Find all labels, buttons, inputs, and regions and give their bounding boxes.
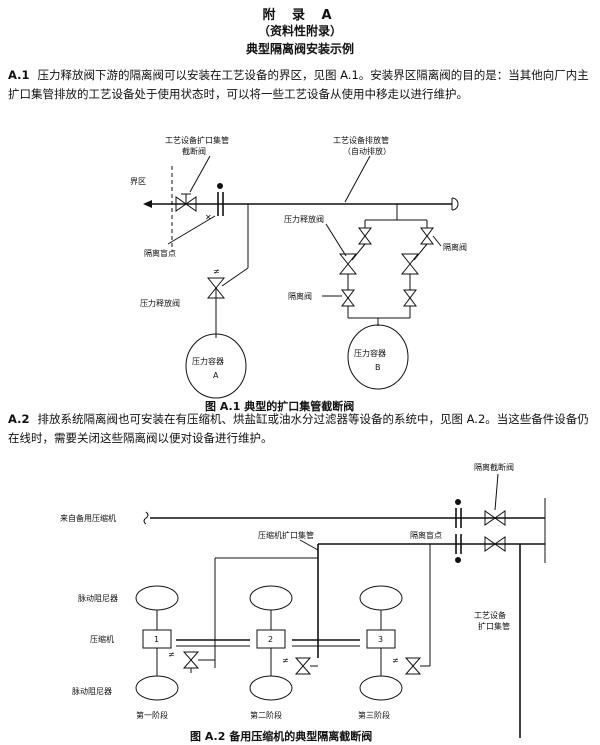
compressor-label: 压缩机 — [90, 634, 114, 644]
header-valve-label: 工艺设备扩口集管 — [165, 135, 229, 145]
damper-bottom-2 — [249, 675, 293, 701]
damper-bottom-label: 脉动阻尼器 — [72, 686, 112, 696]
figure1-caption: 图 A.1 典型的扩口集管截断阀 — [205, 399, 354, 413]
iso-valve-2 — [341, 289, 355, 299]
svg-text:≠: ≠ — [282, 656, 289, 665]
iso-lower-label: 隔离阀 — [288, 291, 312, 301]
svg-text:A: A — [213, 371, 219, 380]
iso-valve-3 — [420, 227, 434, 237]
vessel-a-label: 压力容器 — [192, 356, 224, 366]
header-valve — [175, 196, 187, 212]
damper-top-3 — [359, 585, 403, 611]
from-spare-label: 来自备用压缩机 — [60, 513, 116, 523]
iso-valve-4 — [403, 289, 417, 299]
svg-text:B: B — [375, 363, 381, 372]
psv-right-2 — [400, 253, 420, 265]
boundary-label: 界区 — [130, 177, 146, 186]
blind-label: 隔离盲点 — [144, 248, 176, 258]
section-text: 压力释放阀下游的隔离阀可以安装在工艺设备的界区，见图 A.1。安装界区隔离阀的目… — [8, 68, 589, 101]
appendix-type: （资料性附录） — [257, 24, 342, 38]
psv-right-1 — [338, 253, 358, 265]
cut-valve-label: 隔离截断阀 — [474, 462, 514, 472]
damper-top-label: 脉动阻尼器 — [78, 593, 118, 603]
blind-label: 隔离盲点 — [410, 530, 442, 540]
vessel-b-label: 压力容器 — [354, 348, 386, 358]
damper-top-2 — [249, 585, 293, 611]
svg-text:截断阀: 截断阀 — [182, 146, 206, 156]
svg-text:扩口集管: 扩口集管 — [478, 621, 510, 631]
stage-1-label: 第一阶段 — [136, 710, 168, 720]
header-end-cap — [451, 197, 459, 211]
section-number: A.2 — [8, 412, 30, 426]
damper-top-1 — [135, 585, 179, 611]
figure2-caption: 图 A.2 备用压缩机的典型隔离截断阀 — [190, 729, 372, 743]
svg-text:≠: ≠ — [213, 267, 220, 276]
comp-header-label: 压缩机扩口集管 — [258, 530, 314, 540]
iso-valve-1 — [358, 227, 372, 237]
blind-indicator — [217, 183, 223, 189]
figure-a2: 来自备用压缩机 压缩机扩口集管 隔离盲点 隔离截断阀 工艺设备 扩口集管 — [60, 462, 546, 743]
svg-text:（自动排放）: （自动排放） — [343, 146, 391, 156]
lock-mark: ✕ — [205, 213, 212, 222]
cut-valve-bottom — [484, 536, 496, 552]
stage-num: 3 — [378, 635, 383, 644]
process-header-label: 工艺设备 — [474, 610, 506, 620]
section-text: 排放系统隔离阀也可安装在有压缩机、烘盐缸或油水分过滤器等设备的系统中，见图 A.… — [8, 412, 589, 445]
svg-text:≠: ≠ — [168, 650, 175, 659]
psv-left — [206, 277, 226, 289]
stage-2-label: 第二阶段 — [250, 710, 282, 720]
damper-bottom-1 — [135, 675, 179, 701]
discharge-label: 工艺设备排放管 — [333, 135, 389, 145]
flow-arrow — [143, 200, 152, 208]
svg-text:≠: ≠ — [392, 656, 399, 665]
psv-right-label: 压力释放阀 — [284, 214, 324, 224]
vessel-b — [347, 324, 409, 390]
figure-a1: 界区 ✕ 工艺设备扩口集管 截断阀 工艺设备排放管 （自动排放） 隔离盲点 ≠ … — [130, 135, 467, 413]
iso-upper-label: 隔离阀 — [443, 242, 467, 252]
appendix-heading: 附 录 A — [262, 8, 338, 23]
section-number: A.1 — [8, 68, 30, 82]
vessel-a — [185, 333, 247, 399]
appendix-title: 典型隔离阀安装示例 — [245, 42, 354, 56]
psv-left-label: 压力释放阀 — [140, 298, 180, 308]
psv-stage-2 — [294, 657, 312, 667]
damper-bottom-3 — [359, 675, 403, 701]
stage-num: 2 — [268, 635, 273, 644]
psv-stage-1 — [182, 651, 200, 661]
cut-valve-top — [484, 510, 496, 526]
psv-stage-3 — [404, 657, 422, 667]
stage-3-label: 第三阶段 — [358, 710, 390, 720]
stage-num: 1 — [154, 635, 159, 644]
